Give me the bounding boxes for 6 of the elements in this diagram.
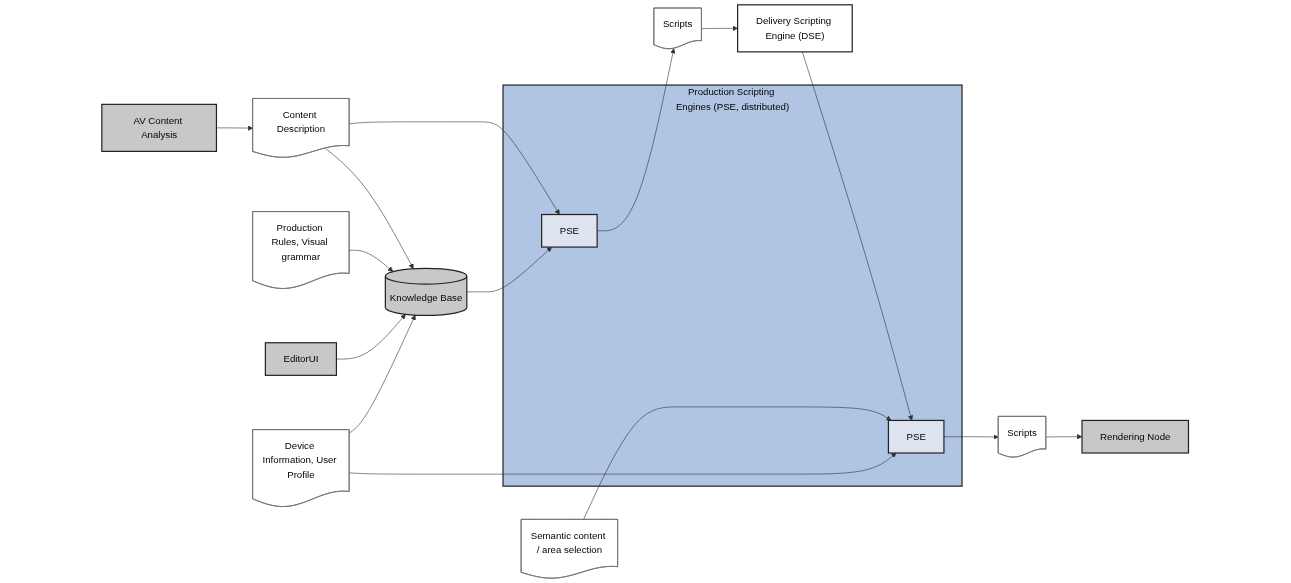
node-box: PSE <box>888 419 945 454</box>
node-box: EditorUI <box>265 342 338 376</box>
node-box: Delivery Scripting Engine (DSE) <box>737 4 854 53</box>
node-box: PSE <box>541 213 599 248</box>
node-box: Rendering Node <box>1081 419 1190 454</box>
node-box: AV Content Analysis <box>101 103 218 152</box>
